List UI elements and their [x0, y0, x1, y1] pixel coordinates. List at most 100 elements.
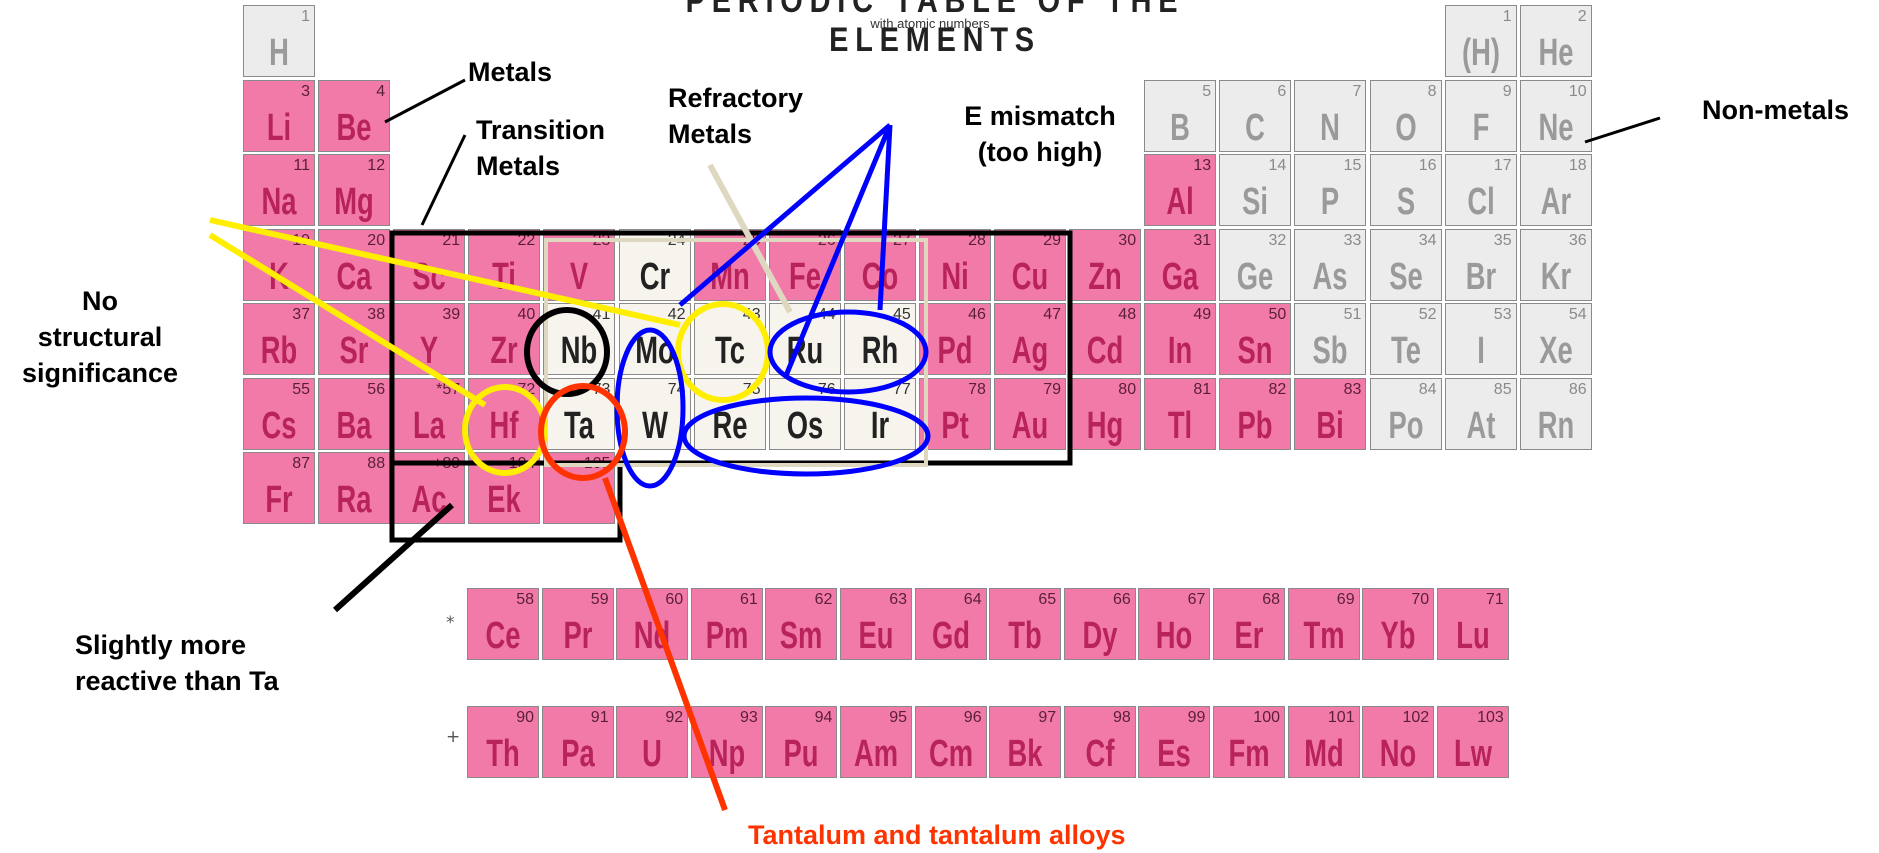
- element-symbol: Po: [1388, 404, 1423, 447]
- atomic-number: 28: [968, 231, 986, 249]
- element-symbol: Pu: [783, 733, 819, 775]
- element-symbol: Ne: [1538, 106, 1574, 149]
- element-symbol: C: [1245, 106, 1266, 149]
- element-symbol: Ir: [870, 404, 889, 447]
- atomic-number: 66: [1113, 591, 1131, 608]
- element-symbol: Rn: [1537, 404, 1574, 447]
- element-symbol: Pa: [560, 733, 595, 775]
- element-symbol: Ar: [1540, 181, 1571, 223]
- e-mismatch-line-3: [877, 124, 893, 311]
- element-cell-h: 1(H): [1444, 5, 1517, 77]
- atomic-number: 95: [889, 709, 907, 726]
- element-symbol: Md: [1303, 733, 1344, 775]
- non-metals-label: Non-metals: [1702, 95, 1850, 125]
- atomic-number: 9: [1502, 82, 1512, 100]
- atomic-number: 70: [1411, 591, 1430, 608]
- tantalum-label: Tantalum and tantalum alloys: [748, 820, 1126, 850]
- element-symbol: Ag: [1011, 330, 1049, 372]
- atomic-number: 11: [293, 157, 310, 174]
- element-symbol: Tm: [1303, 615, 1345, 657]
- atomic-number: 21: [442, 231, 461, 249]
- transition-metals-box: [389, 230, 1073, 466]
- atomic-number: 17: [1493, 157, 1512, 174]
- element-symbol: Rb: [260, 330, 298, 372]
- element-symbol: Ek: [487, 479, 522, 521]
- atomic-number: 83: [1343, 380, 1362, 398]
- element-symbol: Ge: [1237, 255, 1274, 298]
- element-symbol: Be: [336, 106, 372, 149]
- element-symbol: Pt: [941, 404, 969, 447]
- element-symbol: Lw: [1453, 733, 1492, 775]
- element-symbol: Cs: [261, 404, 297, 447]
- ta-red-loop: [538, 383, 628, 481]
- atomic-number: 96: [963, 709, 982, 726]
- element-symbol: Br: [1465, 255, 1496, 298]
- atomic-number: 20: [367, 231, 386, 249]
- element-symbol: Na: [261, 181, 297, 223]
- atomic-number: 97: [1038, 709, 1057, 726]
- atomic-number: 61: [740, 591, 758, 608]
- atomic-number: 102: [1402, 709, 1430, 726]
- element-symbol: Nb: [561, 330, 598, 372]
- atomic-number: 16: [1418, 157, 1437, 174]
- re-os-ir-blue-loop: [681, 395, 931, 477]
- page-title: PERIODIC TABLE OF THE ELEMENTS: [685, 0, 1185, 59]
- atomic-number: 86: [1568, 380, 1587, 398]
- element-symbol: Yb: [1380, 615, 1416, 657]
- atomic-number: 91: [590, 709, 609, 726]
- atomic-number: 56: [367, 380, 386, 398]
- element-symbol: Pd: [937, 330, 973, 372]
- element-symbol: Cd: [1086, 330, 1124, 372]
- transition-metals-label: Transition Metals: [476, 115, 606, 181]
- element-symbol: U: [642, 733, 663, 775]
- atomic-number: 82: [1268, 380, 1287, 398]
- element-symbol: Cl: [1466, 181, 1495, 223]
- atomic-number: 71: [1486, 591, 1504, 608]
- atomic-number: 54: [1568, 306, 1587, 323]
- atomic-number: 69: [1336, 591, 1355, 608]
- atomic-number: 12: [367, 157, 386, 174]
- e-mismatch-label: E mismatch (too high): [964, 101, 1116, 167]
- element-symbol: Xe: [1538, 330, 1573, 372]
- atomic-number: 100: [1253, 709, 1280, 726]
- element-symbol: Dy: [1082, 615, 1118, 657]
- transition-pointer: [420, 134, 467, 226]
- element-symbol: Al: [1166, 181, 1194, 223]
- atomic-number: 2: [1577, 8, 1587, 25]
- e-mismatch-line-2: [782, 124, 893, 379]
- element-symbol: Bi: [1316, 404, 1345, 447]
- element-symbol: B: [1170, 106, 1191, 149]
- element-symbol: Zr: [490, 330, 518, 372]
- page-subtitle: with atomic numbers: [870, 16, 990, 31]
- element-symbol: Pm: [705, 615, 749, 657]
- refractory-metals-outline: [544, 238, 928, 467]
- atomic-number: 35: [1493, 231, 1512, 249]
- element-symbol: Es: [1157, 733, 1192, 775]
